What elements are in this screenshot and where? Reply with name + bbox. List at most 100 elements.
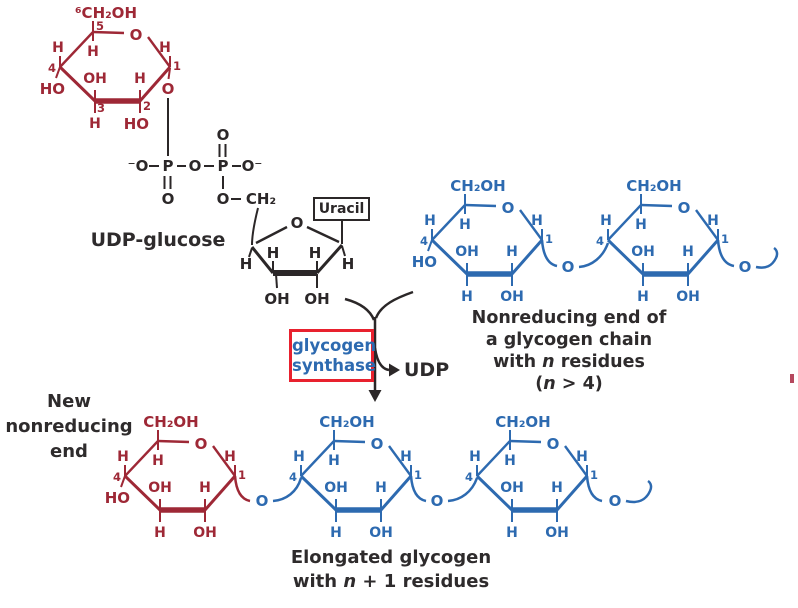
atom-label: O⁻: [242, 157, 263, 175]
atom-label: H: [424, 213, 436, 229]
atom-label: OH: [455, 244, 479, 260]
atom-label: O: [562, 258, 575, 276]
atom-label: 1: [721, 232, 729, 246]
atom-label: OH: [324, 480, 348, 496]
atom-label: O: [162, 80, 175, 98]
atom-label: 5: [96, 19, 104, 33]
atom-label: H: [506, 525, 518, 541]
glycosidic-links: [233, 239, 779, 504]
atom-label: O: [195, 435, 208, 453]
atom-label: H: [506, 244, 518, 260]
glycogen-synthase-box: glycogen synthase: [289, 329, 377, 382]
atom-label: O: [371, 435, 384, 453]
atom-label: H: [159, 40, 171, 56]
atom-label: O: [256, 492, 269, 510]
atom-label: H: [267, 244, 280, 262]
atom-label: O: [502, 199, 515, 217]
down-arrowhead: [368, 390, 382, 402]
new-nonreducing-end-caption: New nonreducing end: [0, 389, 138, 464]
atom-label: 3: [97, 101, 105, 115]
link-top-1-right: [578, 242, 610, 269]
atom-label: HO: [412, 253, 437, 271]
atom-label: CH₂OH: [626, 177, 681, 195]
atom-label: H: [459, 217, 471, 233]
atom-label: H: [375, 480, 387, 496]
udp-arrowhead: [389, 363, 400, 377]
atom-label: OH: [148, 480, 172, 496]
atom-label: H: [551, 480, 563, 496]
caption-line: end: [50, 441, 88, 462]
atom-label: H: [309, 244, 322, 262]
atom-label: OH: [83, 71, 107, 87]
atom-label: H: [600, 213, 612, 229]
ribose-ring: [248, 219, 346, 289]
atom-label: O: [189, 157, 202, 175]
atom-label: 4: [113, 470, 121, 484]
atom-label: H: [152, 453, 164, 469]
atom-label: O: [291, 214, 304, 232]
atom-label: 1: [238, 468, 246, 482]
enzyme-name-line1: glycogen: [292, 336, 377, 355]
atom-label: H: [469, 449, 481, 465]
uracil-label: Uracil: [318, 201, 365, 217]
atom-label: OH: [631, 244, 655, 260]
atom-label: H: [240, 255, 253, 273]
link-bottom-2-right: [447, 477, 479, 503]
atom-label: 4: [465, 470, 473, 484]
atom-label: OH: [304, 290, 329, 308]
link-top-2-left: [716, 239, 735, 268]
atom-label: H: [682, 244, 694, 260]
atom-label: O: [162, 190, 175, 208]
atom-label: H: [224, 449, 236, 465]
udp-product-label: UDP: [404, 359, 450, 381]
atom-label: H: [52, 40, 64, 56]
atom-label: O: [739, 258, 752, 276]
caption-line: (n > 4): [535, 374, 603, 394]
atom-label: CH₂: [246, 190, 276, 208]
caption-line: nonreducing: [5, 416, 133, 437]
atom-label: HO: [40, 80, 65, 98]
atom-label: CH₂OH: [319, 413, 374, 431]
atom-label: CH₂OH: [495, 413, 550, 431]
atom-label: HO: [124, 115, 149, 133]
atom-label: H: [635, 217, 647, 233]
atom-label: O: [431, 492, 444, 510]
caption-line: with n + 1 residues: [292, 571, 490, 592]
atom-label: 1: [545, 232, 553, 246]
screen-artifact: [790, 374, 794, 383]
caption-line: a glycogen chain: [485, 330, 653, 350]
atom-label: OH: [264, 290, 289, 308]
atom-label: 4: [420, 234, 428, 248]
caption-line: New: [47, 391, 91, 412]
atom-label: H: [342, 255, 355, 273]
atom-label: H: [576, 449, 588, 465]
atom-label: P: [163, 157, 174, 175]
atom-label: H: [293, 449, 305, 465]
enzyme-name-line2: synthase: [292, 356, 377, 375]
atom-label: O: [547, 435, 560, 453]
atom-label: O: [609, 492, 622, 510]
atom-label: H: [154, 525, 166, 541]
link-bottom-2-left: [409, 475, 427, 503]
atom-label: H: [461, 289, 473, 305]
nonreducing-end-caption: Nonreducing end of a glycogen chain with…: [450, 307, 688, 395]
atom-label: O: [678, 199, 691, 217]
caption-line: with n residues: [493, 352, 645, 372]
caption-line: Elongated glycogen: [290, 547, 492, 568]
atom-label: 1: [414, 468, 422, 482]
atom-label: O: [217, 126, 230, 144]
uracil-box: Uracil: [313, 197, 370, 221]
atom-label: H: [328, 453, 340, 469]
atom-label: H: [199, 480, 211, 496]
atom-label: H: [87, 44, 99, 60]
reaction-arrow: [344, 290, 414, 402]
link-bottom-1-right: [272, 477, 303, 503]
atom-label: 2: [143, 99, 151, 113]
atom-label: H: [330, 525, 342, 541]
atom-label: H: [89, 116, 101, 132]
caption-line: Nonreducing end of: [471, 308, 667, 328]
